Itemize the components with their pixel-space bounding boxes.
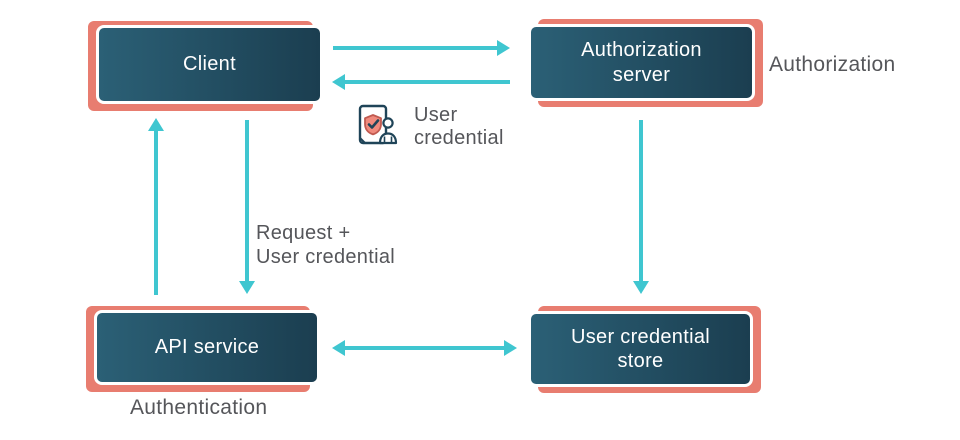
- authorization-label: Authorization: [769, 53, 896, 76]
- arrow-line: [345, 346, 504, 350]
- node-api-service-box: API service: [94, 310, 320, 385]
- node-authorization-server-label: Authorization server: [581, 39, 702, 86]
- authentication-label: Authentication: [130, 396, 268, 419]
- request-user-credential-label: Request + User credential: [256, 222, 396, 268]
- user-credential-label: User credential: [414, 104, 504, 149]
- arrow-head-down-icon: [239, 281, 255, 294]
- node-api-service: API service: [86, 306, 320, 392]
- node-authorization-server: Authorization server: [528, 19, 763, 107]
- arrow-head-right-icon: [504, 340, 517, 356]
- arrow-line: [639, 120, 643, 282]
- arrow-line: [345, 80, 510, 84]
- arrow-head-left-icon: [332, 74, 345, 90]
- node-client-label: Client: [183, 53, 236, 76]
- node-api-service-label: API service: [154, 336, 260, 359]
- arrow-head-up-icon: [148, 118, 164, 131]
- arrow-line: [154, 130, 158, 295]
- node-user-credential-store-label: User credential store: [570, 325, 710, 372]
- arrow-line: [333, 46, 498, 50]
- user-credential-icon: [355, 103, 399, 147]
- arrow-head-right-icon: [497, 40, 510, 56]
- node-authorization-server-box: Authorization server: [528, 24, 755, 101]
- node-user-credential-store: User credential store: [528, 306, 761, 393]
- arrow-head-left-icon: [332, 340, 345, 356]
- node-client: Client: [88, 21, 323, 111]
- arrow-line: [245, 120, 249, 282]
- arrow-head-down-icon: [633, 281, 649, 294]
- node-user-credential-store-box: User credential store: [528, 311, 753, 387]
- node-client-box: Client: [96, 25, 323, 104]
